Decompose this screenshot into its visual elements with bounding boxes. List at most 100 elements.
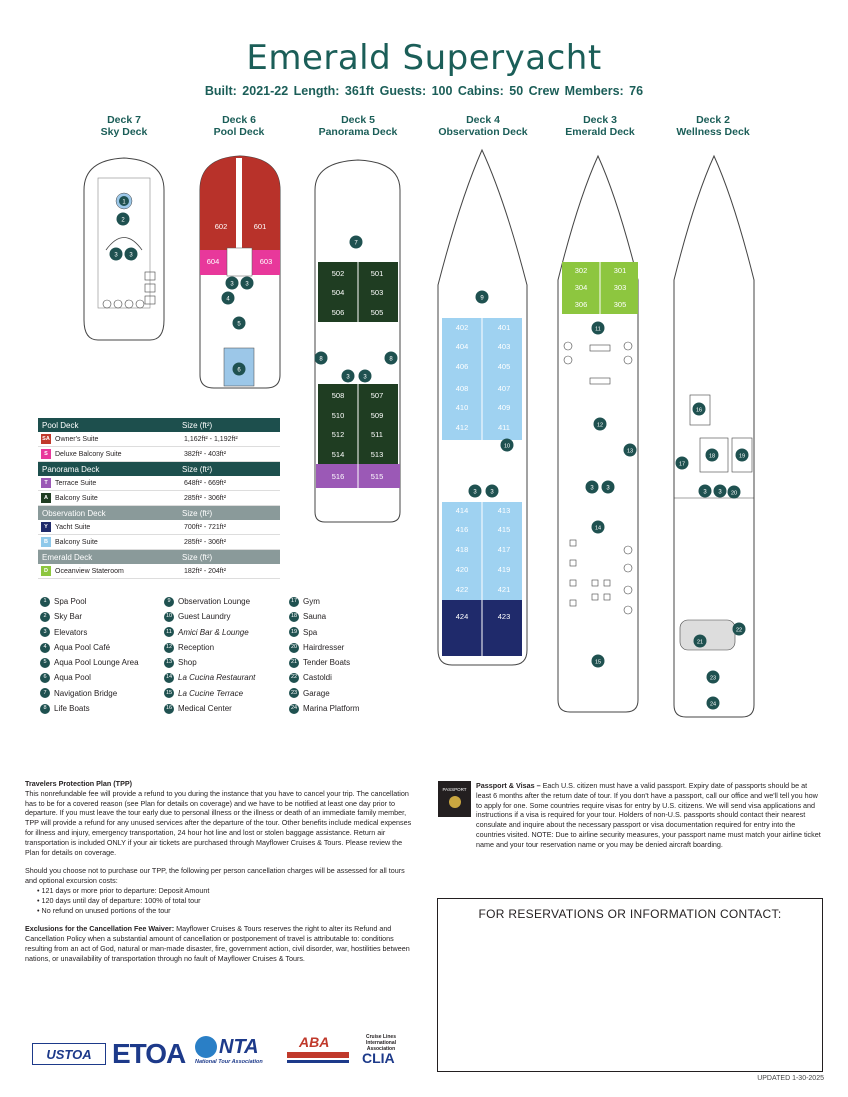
- svg-text:19: 19: [739, 454, 745, 460]
- svg-text:5: 5: [237, 322, 241, 328]
- cabin-number: 423: [498, 612, 511, 621]
- svg-text:3: 3: [114, 253, 118, 259]
- svg-text:3: 3: [473, 490, 477, 496]
- svg-text:3: 3: [718, 490, 722, 496]
- clia-logo: Cruise Lines International Association C…: [362, 1034, 396, 1066]
- cabin-number: 511: [371, 430, 383, 439]
- cabin-number: 421: [498, 585, 511, 594]
- svg-text:18: 18: [709, 454, 715, 460]
- svg-text:3: 3: [129, 253, 133, 259]
- ustoa-logo: USTOA: [32, 1043, 106, 1065]
- cabin-number: 401: [498, 323, 511, 332]
- svg-text:8: 8: [389, 357, 393, 363]
- cabin-number: 404: [456, 342, 469, 351]
- svg-text:10: 10: [504, 444, 510, 450]
- exclusions-paragraph: Exclusions for the Cancellation Fee Waiv…: [25, 924, 410, 963]
- page-title: Emerald Superyacht: [246, 38, 602, 78]
- cabin-number: 302: [575, 266, 588, 275]
- cabin-number: 402: [456, 323, 469, 332]
- cabin-number: 411: [498, 423, 510, 432]
- svg-text:15: 15: [595, 660, 601, 666]
- passport-section: Passport & Visas – Each U.S. citizen mus…: [476, 781, 821, 849]
- tpp-paragraph: This nonrefundable fee will provide a re…: [25, 788, 412, 857]
- cabin-number: 502: [332, 269, 345, 278]
- svg-text:7: 7: [354, 241, 358, 247]
- svg-text:3: 3: [490, 490, 494, 496]
- tpp-section: Travelers Protection Plan (TPP) This non…: [25, 779, 418, 964]
- cabin-number: 422: [456, 585, 469, 594]
- svg-text:3: 3: [363, 375, 367, 381]
- svg-text:9: 9: [480, 296, 484, 302]
- cabin-number: 515: [371, 472, 384, 481]
- aba-logo: ABA: [287, 1034, 349, 1066]
- cabin-number: 513: [371, 450, 384, 459]
- svg-text:3: 3: [245, 282, 249, 288]
- nta-logo: NTA National Tour Association: [195, 1036, 263, 1065]
- cabin-number: 412: [456, 423, 469, 432]
- list-item: • 120 days until day of departure: 100% …: [37, 895, 201, 905]
- cabin-number: 303: [614, 283, 627, 292]
- svg-text:20: 20: [731, 491, 737, 497]
- svg-text:1: 1: [122, 200, 126, 206]
- deck-6-plan: 602 601 604 603 3 3 4 5 6: [199, 155, 281, 389]
- cabin-number: 304: [575, 283, 588, 292]
- cabin-number: 408: [456, 384, 469, 393]
- list-item: • No refund on unused portions of the to…: [37, 905, 171, 915]
- svg-text:23: 23: [710, 676, 716, 682]
- svg-text:22: 22: [736, 628, 742, 634]
- cancellation-list: • 121 days or more prior to departure: D…: [37, 886, 418, 915]
- svg-text:4: 4: [226, 297, 230, 303]
- cabin-number: 503: [371, 288, 384, 297]
- passport-icon: PASSPORT: [438, 781, 471, 817]
- cabin-number: 417: [498, 545, 511, 554]
- list-item: • 121 days or more prior to departure: D…: [37, 885, 210, 895]
- svg-text:16: 16: [696, 408, 702, 414]
- cabin-number: 414: [456, 506, 469, 515]
- contact-box: FOR RESERVATIONS OR INFORMATION CONTACT:: [437, 898, 823, 1072]
- cabin-number: 501: [371, 269, 384, 278]
- svg-text:24: 24: [710, 702, 716, 708]
- cabin-number: 406: [456, 362, 469, 371]
- svg-text:6: 6: [237, 368, 241, 374]
- cabin-number: 306: [575, 300, 588, 309]
- deck-2-plan: 16 17 18 19 3 3 20 21 22 23 24: [673, 154, 755, 718]
- cabin-number: 509: [371, 411, 384, 420]
- tpp-paragraph: Should you choose not to purchase our TP…: [25, 866, 405, 886]
- cabin-number: 514: [332, 450, 345, 459]
